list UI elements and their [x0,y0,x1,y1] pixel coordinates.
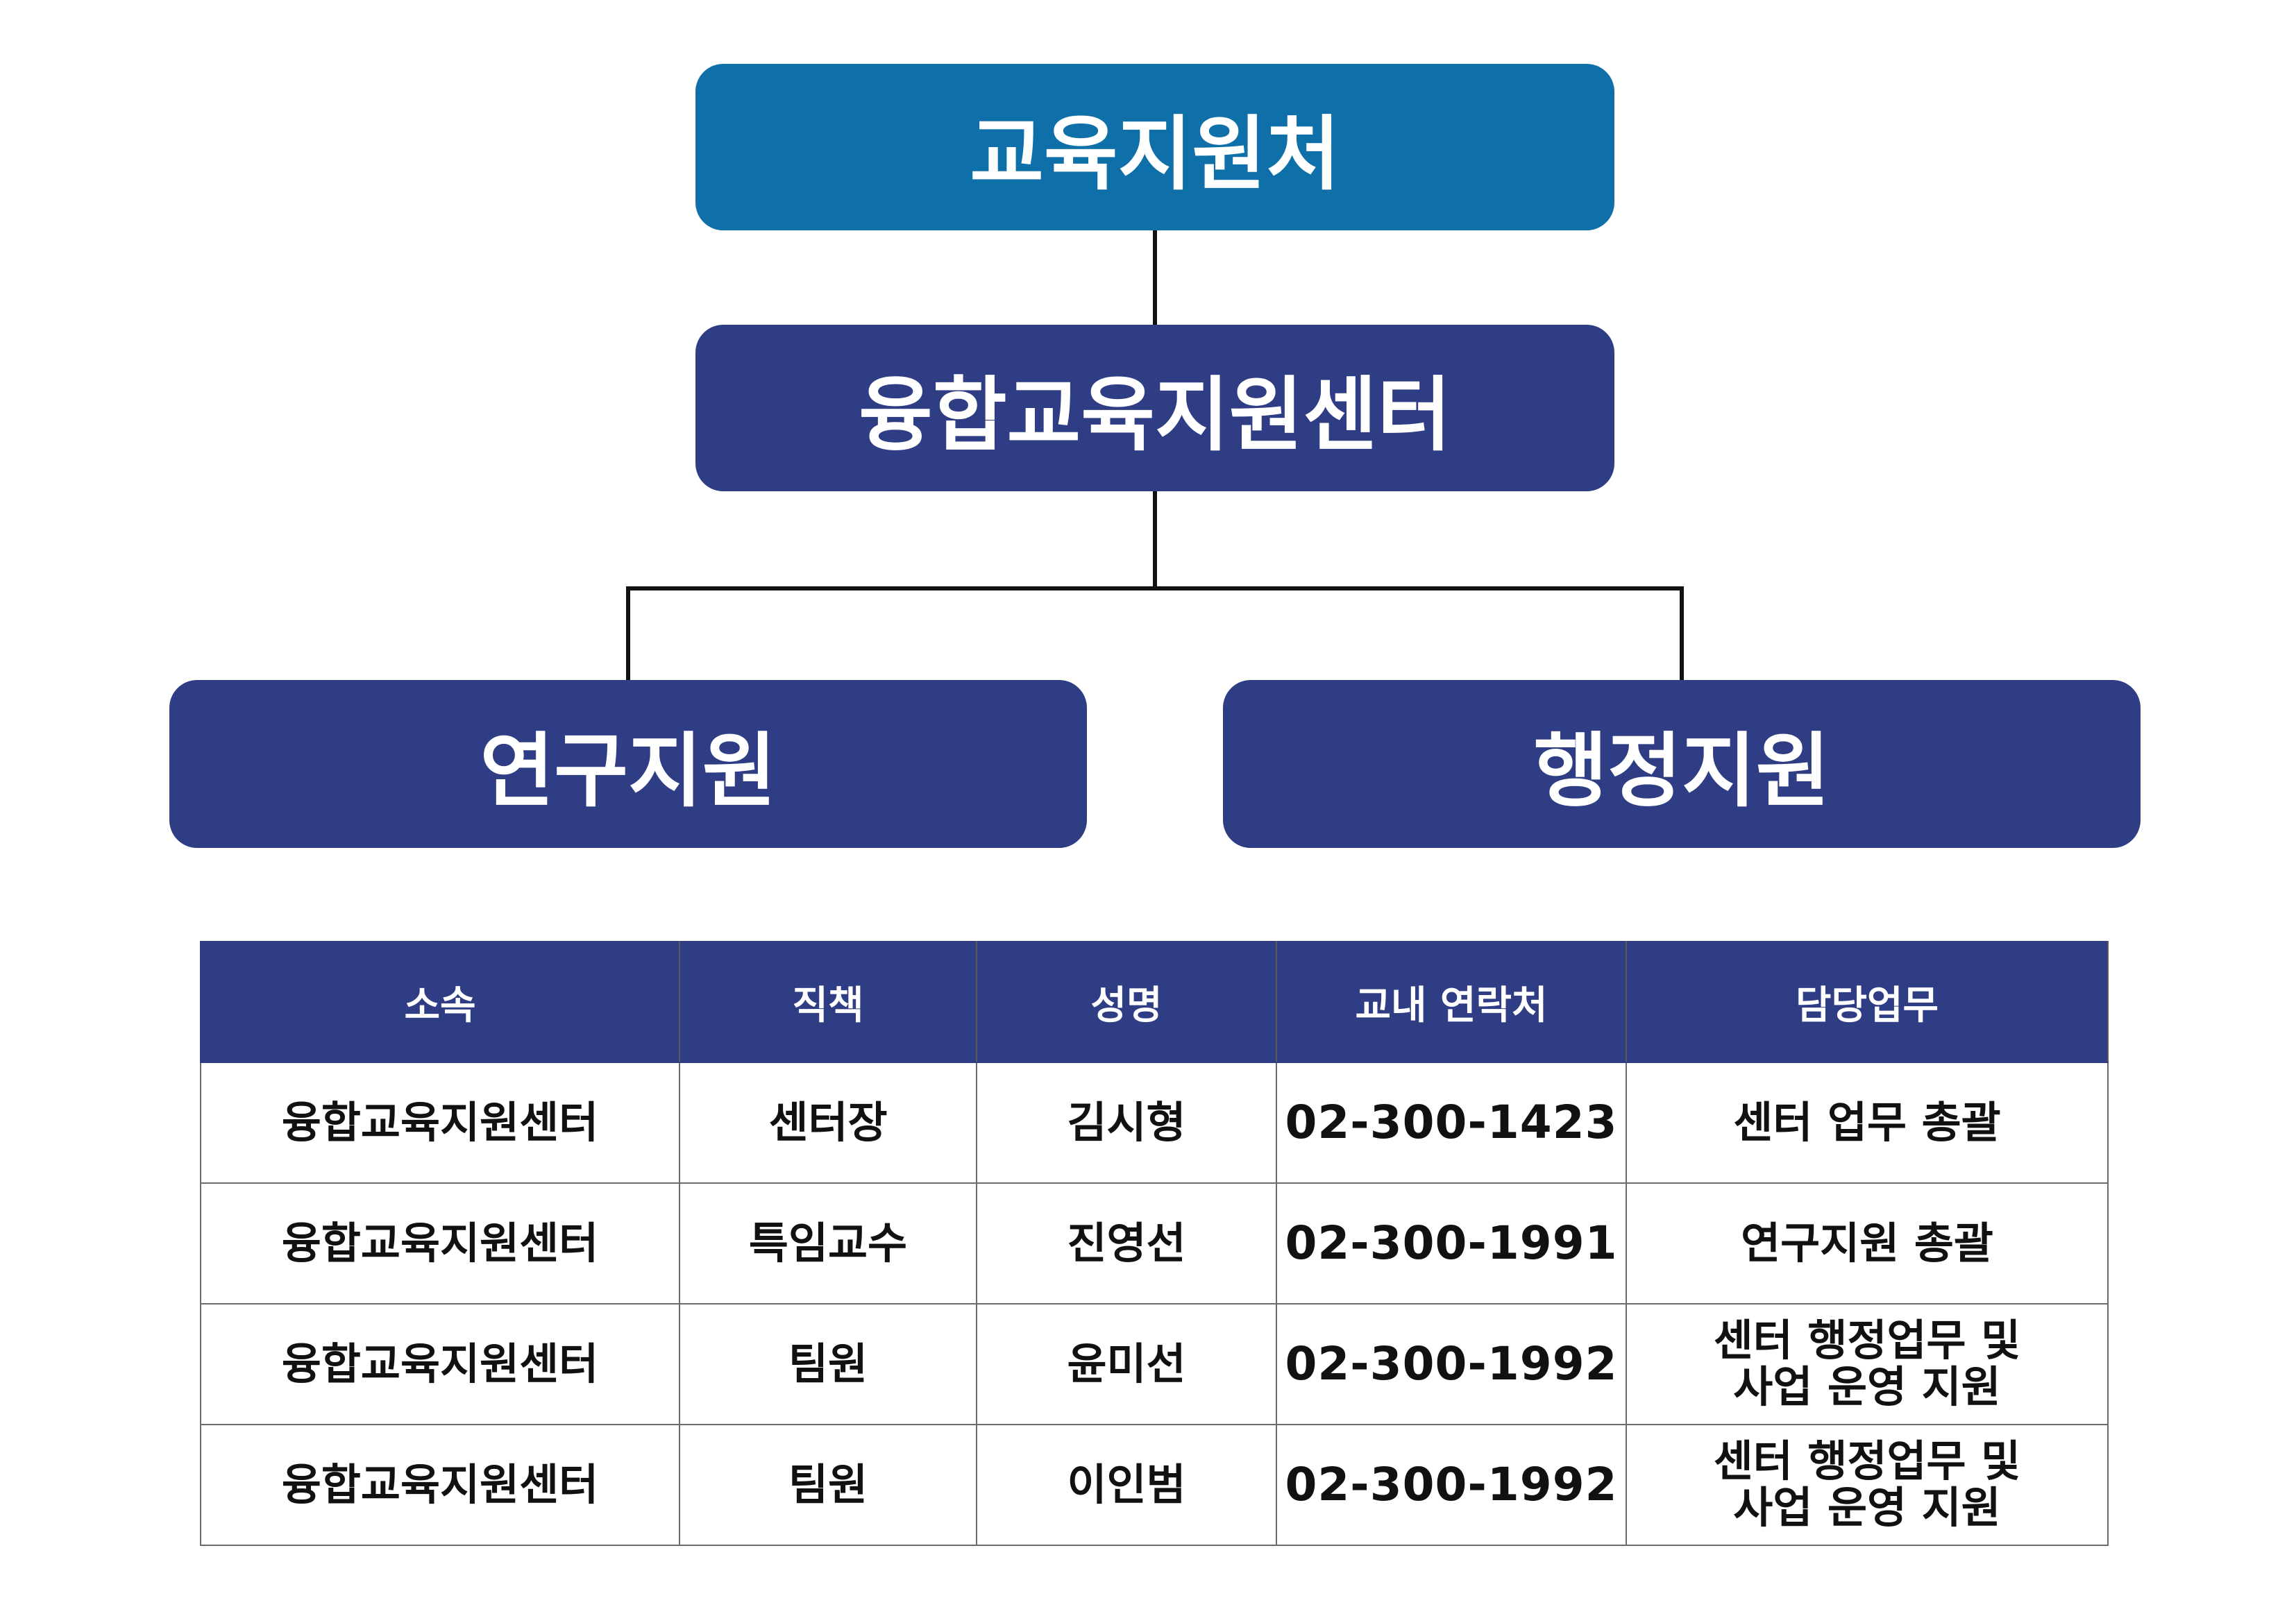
cell-contact: 02-300-1991 [1276,1182,1627,1305]
org-box-label: 행정지원 [1533,724,1830,818]
org-box-education-support: 교육지원처 [695,64,1614,230]
cell-position: 팀원 [679,1424,977,1546]
table-header-row: 소속 직책 성명 교내 연락처 담당업무 [200,941,2109,1063]
header-contact: 교내 연락처 [1276,941,1627,1063]
header-name: 성명 [976,941,1277,1063]
duty-line: 연구지원 총괄 [1741,1217,1993,1268]
table-row: 융합교육지원센터 팀원 윤미선 02-300-1992 센터 행정업무 및 사업… [200,1303,2109,1425]
cell-contact: 02-300-1992 [1276,1424,1627,1546]
cell-affiliation: 융합교육지원센터 [200,1182,680,1305]
header-duty: 담당업무 [1626,941,2109,1063]
cell-name: 윤미선 [976,1303,1277,1425]
org-box-admin-support: 행정지원 [1223,680,2141,848]
cell-name: 이인범 [976,1424,1277,1546]
cell-duty: 센터 업무 총괄 [1626,1062,2109,1184]
duty-line: 센터 행정업무 및 [1713,1315,2021,1366]
cell-position: 팀원 [679,1303,977,1425]
org-box-convergence-center: 융합교육지원센터 [695,325,1614,491]
cell-contact: 02-300-1992 [1276,1303,1627,1425]
header-affiliation: 소속 [200,941,680,1063]
cell-affiliation: 융합교육지원센터 [200,1424,680,1546]
cell-position: 센터장 [679,1062,977,1184]
cell-position: 특임교수 [679,1182,977,1305]
duty-line: 사업 운영 지원 [1733,1361,2001,1412]
cell-contact: 02-300-1423 [1276,1062,1627,1184]
cell-name: 진영선 [976,1182,1277,1305]
org-box-label: 교육지원처 [970,108,1340,201]
org-box-label: 융합교육지원센터 [859,368,1451,462]
duty-line: 센터 행정업무 및 [1713,1436,2021,1487]
cell-affiliation: 융합교육지원센터 [200,1062,680,1184]
table-row: 융합교육지원센터 특임교수 진영선 02-300-1991 연구지원 총괄 [200,1182,2109,1305]
cell-duty: 센터 행정업무 및 사업 운영 지원 [1626,1303,2109,1425]
table-row: 융합교육지원센터 센터장 김시형 02-300-1423 센터 업무 총괄 [200,1062,2109,1184]
cell-name: 김시형 [976,1062,1277,1184]
cell-duty: 센터 행정업무 및 사업 운영 지원 [1626,1424,2109,1546]
table-row: 융합교육지원센터 팀원 이인범 02-300-1992 센터 행정업무 및 사업… [200,1424,2109,1546]
cell-affiliation: 융합교육지원센터 [200,1303,680,1425]
org-box-research-support: 연구지원 [169,680,1087,848]
staff-table: 소속 직책 성명 교내 연락처 담당업무 융합교육지원센터 센터장 김시형 02… [200,941,2109,1546]
cell-duty: 연구지원 총괄 [1626,1182,2109,1305]
org-connector-lines [626,230,1684,680]
org-box-label: 연구지원 [480,724,777,818]
duty-line: 사업 운영 지원 [1733,1482,2001,1533]
duty-line: 센터 업무 총괄 [1733,1096,2001,1148]
header-position: 직책 [679,941,977,1063]
